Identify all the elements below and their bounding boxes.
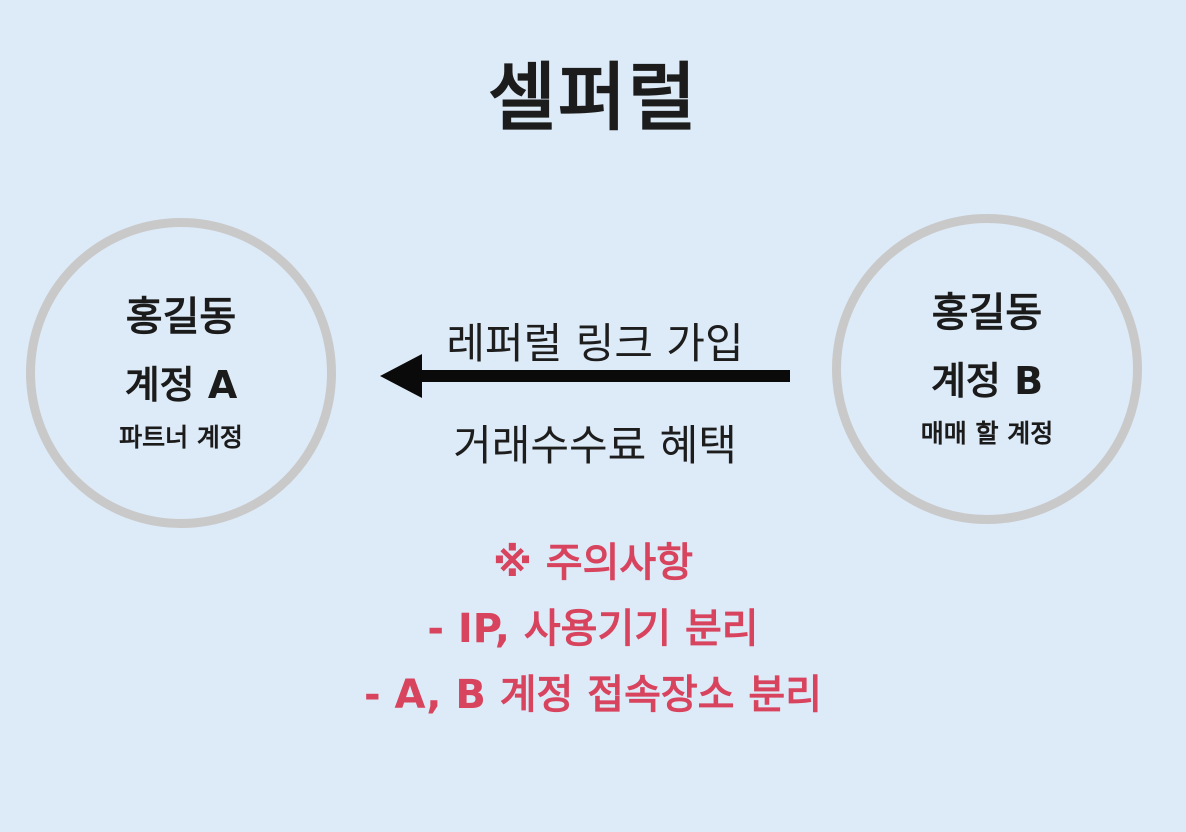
diagram-title: 셀퍼럴	[487, 55, 699, 141]
account-b-label: 계정 B	[930, 359, 1044, 403]
account-b-circle: 홍길동 계정 B 매매 할 계정	[832, 214, 1142, 524]
caution-heading: ※ 주의사항	[492, 540, 693, 586]
left-arrow-icon	[380, 354, 790, 398]
account-a-role: 파트너 계정	[119, 423, 243, 452]
arrow-bottom-label: 거래수수료 혜택	[453, 421, 737, 470]
arrow-top-label: 레퍼럴 링크 가입	[446, 319, 744, 368]
account-b-name: 홍길동	[931, 290, 1043, 336]
caution-item: - IP, 사용기기 분리	[427, 606, 759, 652]
account-b-role: 매매 할 계정	[920, 419, 1054, 448]
account-a-name: 홍길동	[125, 294, 237, 340]
caution-item: - A, B 계정 접속장소 분리	[363, 672, 822, 718]
account-a-label: 계정 A	[124, 363, 238, 407]
caution-notes: ※ 주의사항 - IP, 사용기기 분리 - A, B 계정 접속장소 분리	[0, 530, 1186, 728]
account-a-circle: 홍길동 계정 A 파트너 계정	[26, 218, 336, 528]
